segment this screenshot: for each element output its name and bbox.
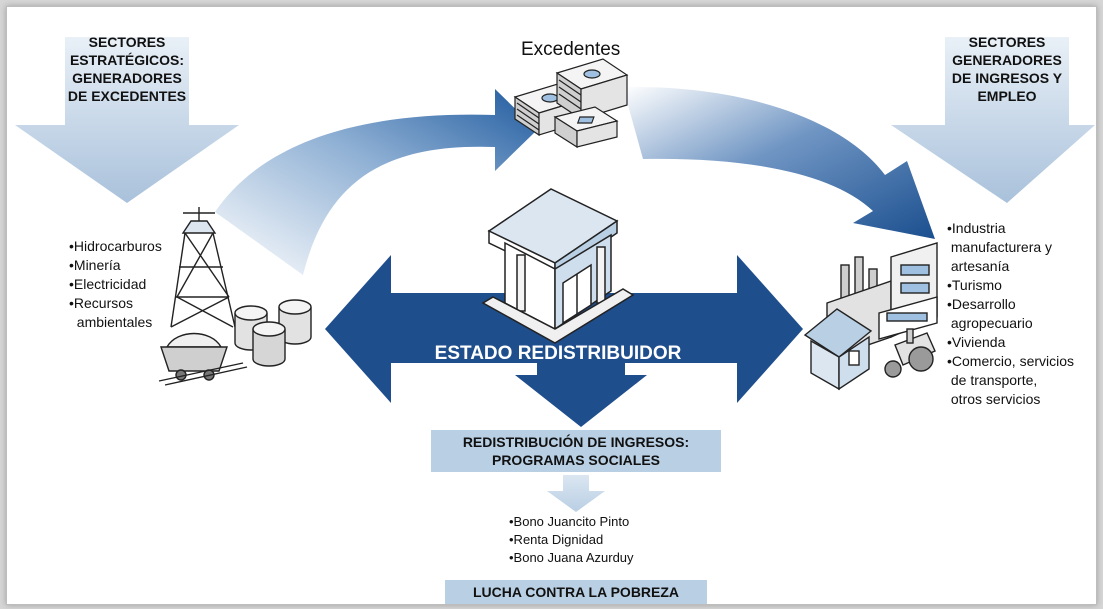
left-title-line: SECTORES <box>88 34 166 50</box>
list-item: •Industria <box>947 220 1006 236</box>
right-title-line: DE INGRESOS Y <box>951 70 1063 86</box>
left-down-arrow <box>15 37 239 203</box>
left-curved-arrow <box>215 89 537 275</box>
diagram-frame: SECTORES ESTRATÉGICOS: GENERADORES DE EX… <box>6 6 1097 605</box>
right-sectors-list: •Industria manufacturera y artesanía •Tu… <box>947 219 1074 409</box>
left-title-line: ESTRATÉGICOS: <box>69 52 185 68</box>
redistribution-banner: REDISTRIBUCIÓN DE INGRESOS: PROGRAMAS SO… <box>431 430 721 472</box>
list-item: •Hidrocarburos <box>69 238 162 254</box>
right-title-line: SECTORES <box>968 34 1046 50</box>
list-item: artesanía <box>947 258 1010 274</box>
state-double-arrow <box>325 255 803 427</box>
programs-down-arrow <box>547 475 605 512</box>
right-sectors-title: SECTORES GENERADORES DE INGRESOS Y EMPLE… <box>939 33 1075 105</box>
list-item: •Turismo <box>947 277 1002 293</box>
list-item: •Bono Juana Azurduy <box>509 550 634 565</box>
money-stacks <box>513 58 629 149</box>
list-item: ambientales <box>69 314 153 330</box>
left-sectors-title: SECTORES ESTRATÉGICOS: GENERADORES DE EX… <box>61 33 193 105</box>
power-tower <box>170 207 236 328</box>
list-item: •Desarrollo <box>947 296 1016 312</box>
list-item: manufacturera y <box>947 239 1053 255</box>
list-item: de transporte, <box>947 372 1038 388</box>
list-item: •Comercio, servicios <box>947 353 1075 369</box>
programs-list: •Bono Juancito Pinto •Renta Dignidad •Bo… <box>509 513 634 567</box>
oil-barrels <box>234 299 312 367</box>
factory <box>826 242 938 360</box>
diagram-artwork <box>15 37 1095 512</box>
poverty-banner: LUCHA CONTRA LA POBREZA <box>445 580 707 604</box>
list-item: •Bono Juancito Pinto <box>509 514 630 529</box>
state-label: ESTADO REDISTRIBUIDOR <box>434 343 682 364</box>
list-item: •Minería <box>69 257 121 273</box>
list-item: •Renta Dignidad <box>509 532 604 547</box>
redistribution-line: PROGRAMAS SOCIALES <box>491 452 660 468</box>
right-down-arrow <box>891 37 1095 203</box>
left-title-line: DE EXCEDENTES <box>67 88 187 104</box>
left-sectors-list: •Hidrocarburos •Minería •Electricidad •R… <box>69 237 162 332</box>
right-curved-arrow <box>623 86 935 239</box>
surplus-label: Excedentes <box>521 39 621 60</box>
list-item: otros servicios <box>947 391 1041 407</box>
mine-cart <box>158 332 248 386</box>
left-title-line: GENERADORES <box>72 70 182 86</box>
right-title-line: GENERADORES <box>952 52 1062 68</box>
government-building <box>481 188 635 344</box>
list-item: agropecuario <box>947 315 1033 331</box>
list-item: •Recursos <box>69 295 134 311</box>
redistribution-line: REDISTRIBUCIÓN DE INGRESOS: <box>462 434 690 450</box>
tractor <box>884 328 936 378</box>
list-item: •Electricidad <box>69 276 147 292</box>
right-title-line: EMPLEO <box>977 88 1037 104</box>
list-item: •Vivienda <box>947 334 1006 350</box>
house <box>803 308 873 391</box>
